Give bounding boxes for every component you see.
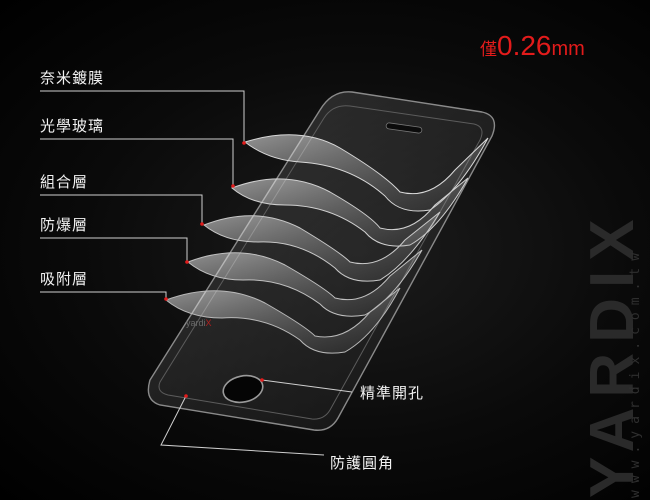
label-adhesive-layer: 吸附層: [40, 270, 89, 288]
label-composite-layer: 組合層: [40, 173, 89, 191]
layer-sheet-2: [231, 177, 469, 247]
label-anti-shatter-layer: 防爆層: [40, 216, 89, 234]
leader-line-layer-2: [40, 138, 234, 186]
marker-dot: [200, 222, 204, 226]
label-rounded-corner: 防護圓角: [330, 454, 395, 472]
leader-line-hole: [261, 379, 353, 393]
marker-dot: [164, 297, 168, 301]
home-button-hole: [222, 374, 264, 404]
watermark-text: yardi: [186, 318, 206, 328]
leader-lines: [40, 90, 353, 456]
layer-sheet-3: [203, 211, 441, 282]
phone-outline: [147, 91, 496, 431]
watermark-accent: X: [205, 318, 212, 328]
layer-sheets: [165, 134, 489, 354]
marker-dot: [260, 378, 264, 382]
label-precise-cutout: 精準開孔: [360, 384, 425, 402]
marker-dot: [242, 141, 246, 145]
leader-line-layer-1: [40, 90, 245, 143]
label-nano-coating: 奈米鍍膜: [40, 69, 105, 87]
layer-sheet-1: [243, 134, 489, 212]
thickness-value: 0.26: [497, 30, 552, 61]
leader-line-layer-5: [40, 291, 167, 299]
leader-line-corner: [160, 395, 325, 456]
marker-dot: [184, 394, 188, 398]
leader-line-layer-3: [40, 194, 203, 224]
leader-line-layer-4: [40, 237, 188, 262]
marker-dot: [185, 260, 189, 264]
brand-url: www.yardix.com.tw: [628, 245, 643, 498]
marker-dots: [164, 141, 264, 398]
watermark: yardiX: [186, 318, 212, 328]
thickness-prefix: 僅: [480, 40, 497, 60]
thickness-spec: 僅0.26mm: [480, 30, 585, 62]
layer-sheet-5: [165, 287, 401, 354]
layer-sheet-4: [187, 249, 423, 317]
label-optical-glass: 光學玻璃: [40, 117, 105, 135]
thickness-unit: mm: [551, 38, 585, 60]
marker-dot: [231, 184, 235, 188]
